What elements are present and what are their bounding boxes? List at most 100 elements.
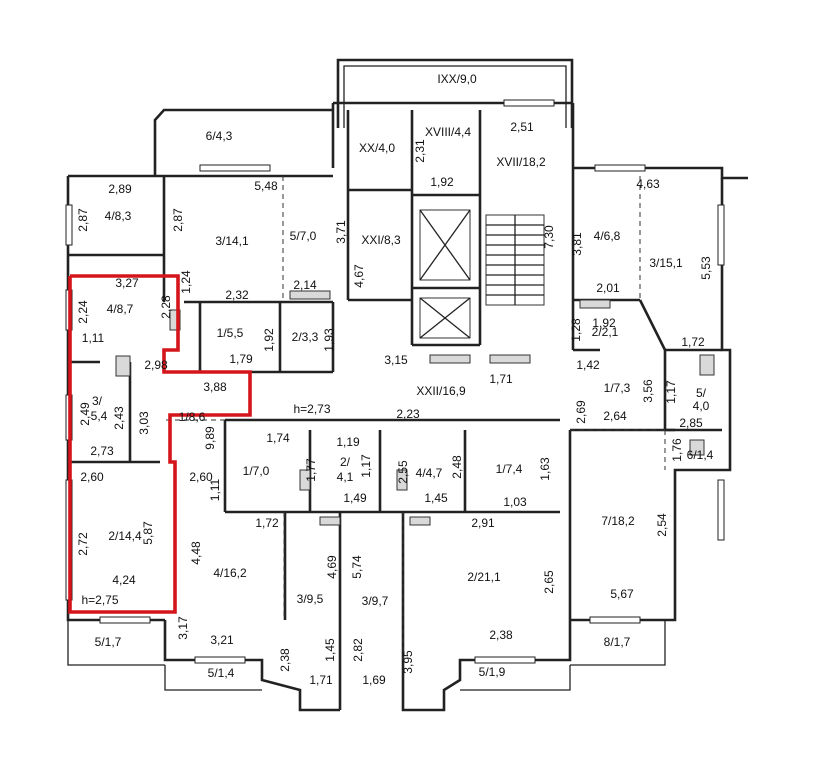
dim-label: 2,24 [76,300,90,324]
dim-label: 2,54 [655,513,669,537]
dim-label: 5,74 [350,555,364,579]
dim-label: 1,24 [179,270,193,294]
dim-label: 1,11 [208,478,222,501]
dim-label: 1,11 [82,331,105,345]
room-label: 3/9,5 [297,592,324,606]
dim-label: 2,32 [225,288,249,302]
dim-label: 3,21 [210,633,234,647]
dim-label: 1,63 [538,457,552,481]
dim-label: 2,85 [679,416,703,430]
dim-label: 2,87 [171,208,185,232]
dim-label: 3,56 [641,379,655,403]
dashed-partitions [165,176,666,660]
room-label: 1/7,4 [496,462,523,476]
dim-label: 2,23 [396,407,420,421]
room-label: XX/4,0 [359,141,395,155]
dim-label: 2,82 [351,638,365,662]
room-label: 1/7,0 [243,464,270,478]
dim-label: 1,71 [489,372,513,386]
dim-label: 5,87 [141,521,155,545]
dim-label: 1,17 [359,454,373,478]
room-label: 4/16,2 [213,566,247,580]
dim-label: 2,14 [293,278,317,292]
room-label: 4,1 [337,470,354,484]
dim-label: 4,48 [189,541,203,565]
dim-label: 4,63 [636,177,660,191]
room-label: 3/15,1 [649,256,683,270]
dim-label: 1,79 [229,352,253,366]
dim-label: 1,03 [503,495,527,509]
staircase [485,214,545,306]
room-label: 3/9,7 [362,594,389,608]
dim-label: 1,42 [576,358,600,372]
selected-apartment-outline [68,274,252,614]
dim-label: 3,95 [401,650,415,674]
dim-label: 1,45 [424,491,448,505]
room-label: h=2,75 [81,593,118,607]
room-label: 2/2,1 [592,325,619,339]
room-label: 4/4,7 [416,466,443,480]
dim-label: 4,67 [352,264,366,288]
dim-label: 5,48 [254,179,278,193]
room-label: XXII/16,9 [416,384,466,398]
dim-label: 1,74 [266,431,290,445]
dim-label: 4,69 [325,555,339,579]
dim-label: 3,17 [176,616,190,640]
room-label: 2/21,1 [467,570,501,584]
dim-label: 3,88 [203,380,227,394]
room-label: XXI/8,3 [361,233,401,247]
room-label: 4,0 [693,399,710,413]
dim-label: 2,38 [278,648,292,672]
dim-label: 3,27 [115,276,139,290]
dim-label: 2,98 [144,358,168,372]
room-label: 4/6,8 [594,229,621,243]
dim-label: 1,92 [430,175,454,189]
dim-label: 2,43 [112,406,126,430]
room-label: 2/14,4 [108,529,142,543]
dim-label: 2,72 [76,532,90,556]
room-label: 8/1,7 [604,635,631,649]
room-label: 1/5,5 [217,326,244,340]
dim-label: 5,53 [699,256,713,280]
dim-label: 1,45 [323,638,337,662]
dim-label: 9,89 [203,426,217,450]
dim-label: 3,03 [137,411,151,435]
dim-label: 2,89 [108,182,132,196]
dim-label: 3,81 [570,232,584,256]
dim-label: 1,77 [304,458,318,482]
room-label: 1/8,6 [179,410,206,424]
dim-label: 4,24 [112,573,136,587]
dim-label: 1,92 [592,316,616,330]
dim-label: 2,60 [189,470,213,484]
room-label: 2/3,3 [292,330,319,344]
dim-label: 2,49 [78,402,92,426]
room-label: 5/1,9 [479,665,506,679]
dim-label: 1,49 [343,491,367,505]
dim-label: 2,51 [510,120,534,134]
dim-label: 2,64 [603,409,627,423]
dim-label: 7,30 [542,225,556,249]
dim-label: 2,73 [90,444,114,458]
dim-label: 5,67 [610,587,634,601]
dim-label: 2,01 [596,281,620,295]
dim-label: 2,31 [413,139,427,163]
room-label: 5/1,4 [208,666,235,680]
dim-label: 1,28 [569,318,583,342]
dim-label: 2,38 [489,628,513,642]
room-label: h=2,73 [293,402,330,416]
dim-label: 1,17 [664,380,678,404]
room-label: 2/ [340,455,351,469]
room-label: XVIII/4,4 [425,125,471,139]
dim-label: 1,72 [255,516,279,530]
dim-label: 1,93 [322,328,336,352]
dim-label: 1,19 [336,435,360,449]
room-label: IXX/9,0 [437,72,477,86]
dim-label: 1,71 [309,673,333,687]
room-label: 7/18,2 [601,514,635,528]
dim-label: 2,60 [80,470,104,484]
room-label: 6/1,4 [687,448,714,462]
dim-label: 1,72 [681,335,705,349]
room-label: 5/ [696,386,707,400]
